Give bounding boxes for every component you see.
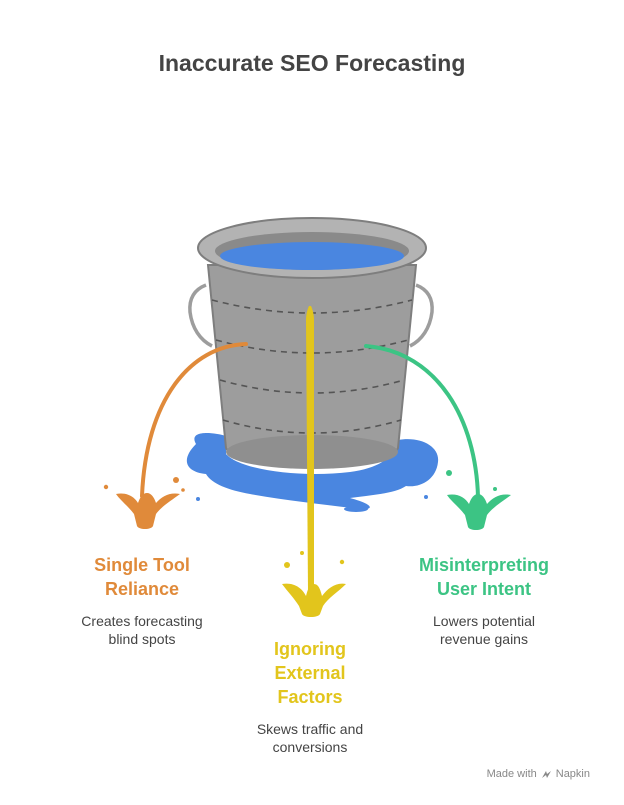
item-desc-single-tool-reliance: Creates forecasting blind spots (81, 613, 203, 647)
credit-text: Made with (486, 768, 537, 780)
bucket-handle (188, 283, 213, 348)
leak-stream-yellow (282, 306, 346, 617)
credit-brand: Napkin (555, 768, 590, 780)
made-with-napkin-credit: Made with Napkin (487, 768, 590, 780)
water-puddle (186, 433, 439, 510)
water-droplet (196, 497, 200, 501)
item-desc-misinterpreting-user-intent: Lowers potential revenue gains (433, 613, 535, 647)
leak-stream-orange (103, 342, 248, 529)
bucket-handle (409, 283, 434, 348)
item-label-misinterpreting-user-intent: Misinterpreting User Intent (418, 555, 549, 599)
bucket-water (220, 242, 404, 270)
item-label-single-tool-reliance: Single Tool Reliance (94, 555, 190, 599)
item-label-ignoring-external-factors: Ignoring External Factors (274, 639, 346, 707)
napkin-logo-icon (541, 770, 551, 778)
page-title: Inaccurate SEO Forecasting (158, 50, 466, 76)
water-droplet (344, 506, 368, 512)
leak-stream-green (364, 344, 511, 530)
item-desc-ignoring-external-factors: Skews traffic and conversions (256, 721, 364, 755)
water-droplet (424, 495, 428, 499)
